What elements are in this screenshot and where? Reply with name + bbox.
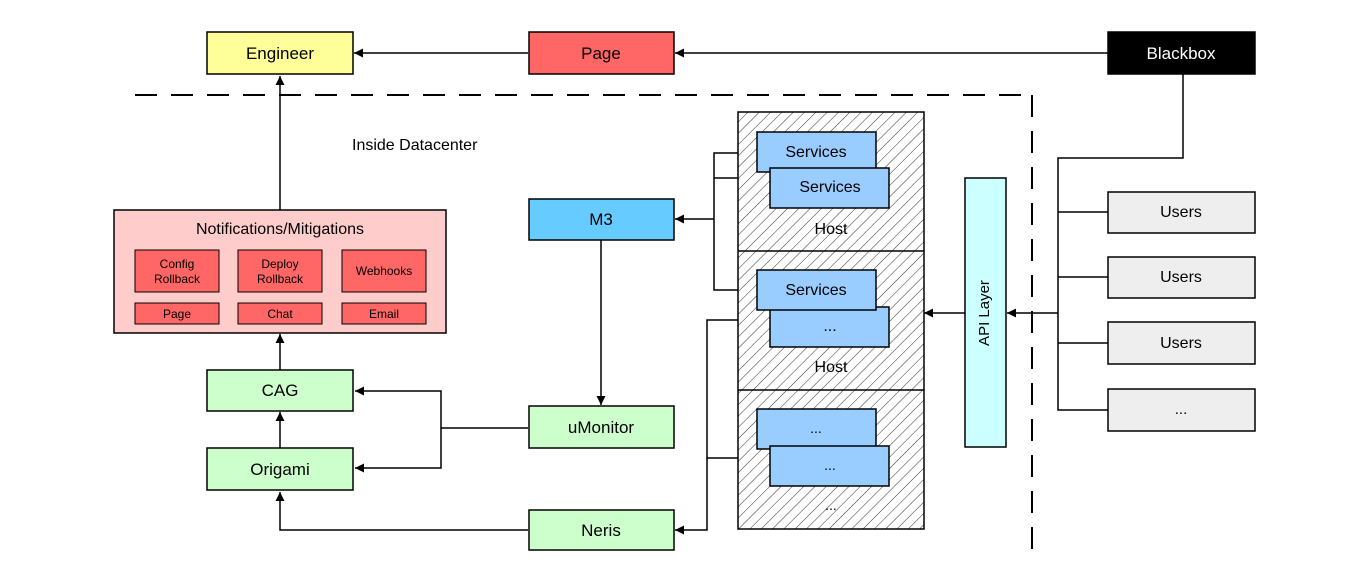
origami-node: Origami bbox=[206, 447, 354, 491]
config-rollback-node: Config Rollback bbox=[134, 249, 220, 293]
config-rollback-label-line1: Config bbox=[160, 257, 195, 271]
m3-node: M3 bbox=[528, 198, 675, 241]
engineer-label: Engineer bbox=[246, 44, 314, 63]
deploy-rollback-label-line1: Deploy bbox=[261, 257, 298, 271]
host3-service-a-label: ... bbox=[810, 420, 822, 436]
edge-hosts-neris bbox=[675, 458, 708, 535]
api-layer-label: API Layer bbox=[976, 280, 993, 346]
deploy-rollback-node: Deploy Rollback bbox=[237, 249, 323, 293]
users-label-2: Users bbox=[1160, 269, 1202, 286]
users-label-3: Users bbox=[1160, 335, 1202, 352]
edge-neris-origami bbox=[275, 492, 528, 531]
datacenter-boundary bbox=[135, 94, 1033, 555]
config-rollback-label-line2: Rollback bbox=[154, 272, 201, 286]
users-group: Users Users Users ... bbox=[1107, 191, 1256, 432]
email-label: Email bbox=[369, 307, 399, 321]
engineer-node: Engineer bbox=[206, 31, 354, 75]
page-node: Page bbox=[528, 31, 675, 75]
email-node: Email bbox=[341, 302, 427, 325]
users-node-3: Users bbox=[1107, 321, 1256, 365]
host-1: Services Services Host bbox=[756, 131, 890, 238]
host3-service-b-label: ... bbox=[824, 457, 836, 473]
umonitor-node: uMonitor bbox=[528, 405, 675, 449]
users-label-4: ... bbox=[1175, 401, 1188, 418]
page-label: Page bbox=[581, 44, 621, 63]
m3-label: M3 bbox=[589, 210, 613, 229]
host2-service-b-label: ... bbox=[823, 318, 836, 335]
edge-users-bus bbox=[1057, 73, 1184, 411]
edge-umonitor-origami bbox=[355, 428, 442, 473]
host1-service-b-label: Services bbox=[799, 179, 860, 196]
notifications-node: Notifications/Mitigations Config Rollbac… bbox=[113, 209, 447, 334]
users-node-4: ... bbox=[1107, 388, 1256, 432]
host2-label: Host bbox=[815, 359, 848, 376]
cag-label: CAG bbox=[262, 381, 299, 400]
host1-service-a-label: Services bbox=[785, 144, 846, 161]
edge-services-m3-bracket bbox=[713, 152, 757, 291]
host2-service-a-label: Services bbox=[785, 282, 846, 299]
host-3: ... ... ... bbox=[756, 408, 890, 513]
hosts-cluster: Services Services Host ... Services Host… bbox=[737, 111, 925, 530]
chat-label: Chat bbox=[267, 307, 293, 321]
umonitor-label: uMonitor bbox=[568, 418, 634, 437]
blackbox-label: Blackbox bbox=[1147, 44, 1216, 63]
blackbox-node: Blackbox bbox=[1107, 31, 1256, 75]
origami-label: Origami bbox=[250, 460, 310, 479]
cag-node: CAG bbox=[206, 369, 354, 412]
users-node-2: Users bbox=[1107, 256, 1256, 299]
chat-node: Chat bbox=[237, 302, 323, 325]
users-label-1: Users bbox=[1160, 204, 1202, 221]
deploy-rollback-label-line2: Rollback bbox=[257, 272, 304, 286]
connectors bbox=[275, 48, 1184, 535]
neris-node: Neris bbox=[528, 509, 675, 551]
neris-label: Neris bbox=[581, 521, 621, 540]
webhooks-label: Webhooks bbox=[356, 264, 412, 278]
host3-label: ... bbox=[825, 497, 837, 513]
api-layer-node: API Layer bbox=[964, 177, 1007, 448]
edge-hosts-neris-bracket bbox=[706, 319, 738, 459]
host-2: ... Services Host bbox=[756, 269, 890, 376]
notifications-label: Notifications/Mitigations bbox=[196, 221, 364, 238]
page-action-node: Page bbox=[134, 302, 220, 325]
edge-umonitor-cag bbox=[355, 386, 528, 429]
webhooks-node: Webhooks bbox=[341, 249, 427, 293]
users-node-1: Users bbox=[1107, 191, 1256, 234]
page-action-label: Page bbox=[163, 307, 191, 321]
boundary-label: Inside Datacenter bbox=[352, 137, 478, 154]
host1-label: Host bbox=[815, 221, 848, 238]
